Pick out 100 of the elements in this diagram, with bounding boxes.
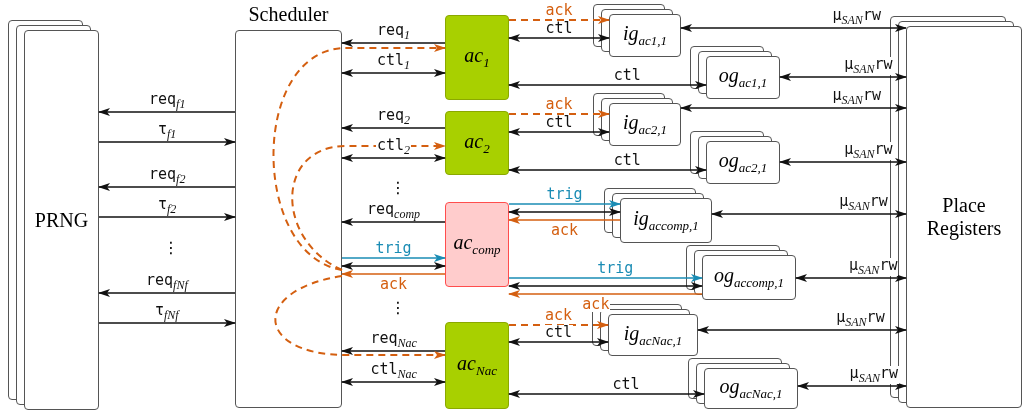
- arrow: [697, 326, 907, 334]
- arrow: [98, 319, 236, 327]
- block-label: ig$_{ac2,1}$: [622, 111, 668, 138]
- stacked-block: [906, 26, 1022, 408]
- stacked-block: [706, 56, 780, 99]
- arrow: [508, 81, 707, 89]
- stacked-block: [609, 103, 681, 146]
- arrow: [98, 138, 236, 146]
- edge-label: μ$_{SAN}$rw: [848, 366, 900, 384]
- dashed-arrow: [272, 44, 446, 271]
- arrow: [98, 183, 236, 191]
- block-label: ac$_{comp}$: [453, 231, 501, 258]
- arrow: [508, 34, 610, 42]
- edge-label: req$_{2}$: [376, 108, 412, 126]
- edge-label: ctl$_{2}$: [376, 138, 412, 156]
- ellipsis-mark: ⋮: [390, 300, 406, 316]
- arrow: [98, 213, 236, 221]
- arrow: [341, 124, 446, 132]
- dashed-arrow: [274, 275, 446, 359]
- block-label: ig$_{acNac,1}$: [623, 321, 683, 349]
- arrow: [341, 154, 446, 162]
- block-label: og$_{accomp,1}$: [713, 264, 785, 291]
- arrow: [508, 390, 705, 398]
- arrow: [341, 270, 446, 278]
- edge-label: μ$_{SAN}$rw: [848, 258, 899, 276]
- dashed-arrow: [508, 321, 609, 329]
- block-label: ig$_{ac1,1}$: [622, 22, 668, 49]
- block-label: PRNG: [34, 208, 89, 232]
- stacked-block: [706, 141, 780, 184]
- arrow: [341, 378, 446, 386]
- edge-label: ctl: [612, 153, 642, 168]
- arrow: [508, 282, 703, 290]
- arrow: [341, 262, 446, 270]
- arrow: [797, 382, 907, 390]
- arrow: [508, 338, 609, 346]
- edge-label: ctl: [612, 68, 642, 83]
- edge-label: ack: [544, 3, 574, 18]
- accelerator-block: [445, 322, 509, 409]
- edge-label: trig: [374, 241, 413, 256]
- edge-label: req$_{f1}$: [148, 92, 187, 110]
- edge-label: ack: [581, 297, 611, 312]
- arrow: [508, 200, 621, 208]
- arrow: [341, 69, 446, 77]
- edge-label: μ$_{SAN}$rw: [831, 88, 882, 106]
- edge-label: ack: [550, 223, 580, 238]
- edge-label: ack: [379, 277, 409, 292]
- arrow: [711, 210, 907, 218]
- stacked-block: [620, 198, 712, 243]
- stacked-block: [702, 255, 796, 300]
- arrow: [341, 347, 446, 355]
- arrow: [98, 108, 236, 116]
- block-label: ac$_{Nac}$: [457, 352, 497, 379]
- edge-label: μ$_{SAN}$rw: [843, 142, 894, 160]
- arrow: [680, 104, 907, 112]
- arrow: [341, 39, 446, 47]
- edge-label: req$_{fNf}$: [145, 273, 189, 291]
- edge-label: τ$_{f1}$: [157, 122, 178, 140]
- edge-label: trig: [545, 187, 584, 202]
- arrow: [795, 274, 907, 282]
- block-label: og$_{acNac,1}$: [719, 375, 783, 402]
- arrow: [680, 24, 907, 32]
- accelerator-block: [445, 111, 509, 175]
- dashed-arrow: [508, 16, 610, 24]
- arrow: [508, 128, 610, 136]
- edge-label: μ$_{SAN}$rw: [843, 57, 894, 75]
- edge-label: req$_{f2}$: [148, 167, 187, 185]
- edge-label: μ$_{SAN}$rw: [835, 310, 886, 328]
- edge-label: ctl: [544, 21, 574, 36]
- edge-label: ctl: [544, 115, 574, 130]
- arrow: [779, 158, 907, 166]
- edge-label: trig: [596, 261, 635, 276]
- arrow: [508, 166, 707, 174]
- arrow: [779, 73, 907, 81]
- edge-label: req$_{comp}$: [366, 202, 422, 220]
- block-label: ac$_{1}$: [464, 44, 490, 71]
- arrow: [341, 254, 446, 262]
- edge-label: ctl$_{Nac}$: [369, 362, 418, 380]
- edge-label: τ$_{fNf}$: [154, 303, 180, 321]
- block-label: ac$_{2}$: [464, 129, 490, 157]
- stacked-block: [704, 368, 798, 409]
- stacked-block: [24, 30, 99, 410]
- edge-label: μ$_{SAN}$rw: [838, 194, 889, 212]
- arrow: [508, 274, 703, 282]
- block-heading: Scheduler: [247, 3, 330, 26]
- ellipsis-mark: ⋮: [390, 180, 406, 196]
- arrow: [508, 208, 621, 216]
- dashed-arrow: [291, 142, 446, 271]
- edge-label: τ$_{f2}$: [157, 197, 178, 215]
- accelerator-block: [445, 15, 509, 100]
- arrow: [508, 216, 621, 224]
- edge-label: ack: [544, 308, 574, 323]
- edge-label: req$_{1}$: [376, 23, 412, 41]
- arrow: [341, 218, 446, 226]
- edge-label: ctl: [611, 377, 641, 392]
- ellipsis-mark: ⋮: [163, 240, 179, 256]
- block-label: Place Registers: [925, 194, 1003, 240]
- block-label: og$_{ac1,1}$: [718, 64, 768, 91]
- accelerator-block: [445, 202, 509, 287]
- block-label: ig$_{accomp,1}$: [633, 207, 699, 234]
- stacked-block: [609, 14, 681, 57]
